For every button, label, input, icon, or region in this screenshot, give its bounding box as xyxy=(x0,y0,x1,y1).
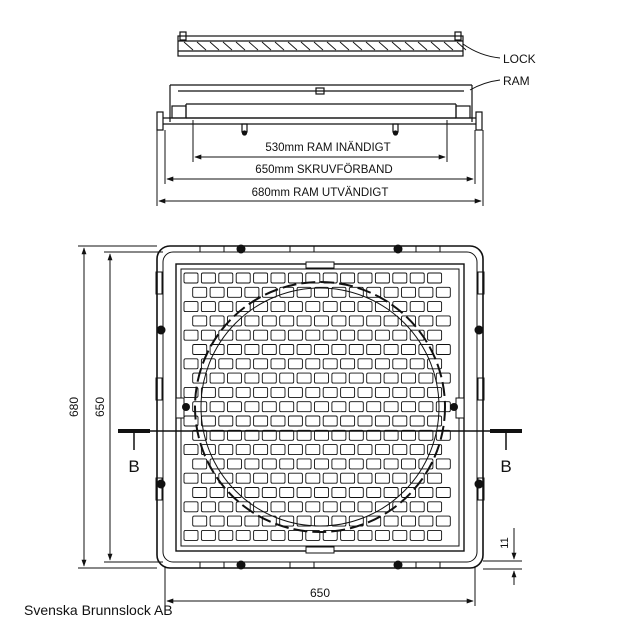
left-dimension-lines xyxy=(78,245,163,569)
company-name: Svenska Brunnslock AB xyxy=(24,602,173,618)
top-dimension-lines xyxy=(156,120,484,206)
section-label-right: B xyxy=(500,457,511,476)
plan-view xyxy=(155,245,485,569)
lid-side-view xyxy=(177,31,467,57)
edge-dimension-label: 11 xyxy=(499,537,511,548)
height-bolt-label: 650 xyxy=(93,397,107,417)
bolt-holes xyxy=(156,244,484,570)
frame-side-view xyxy=(156,84,483,136)
bolt-dimension-label: 650mm SKRUVFÖRBAND xyxy=(255,164,392,176)
callout-leaders xyxy=(462,43,501,91)
ram-label: RAM xyxy=(503,74,530,88)
outer-dimension-label: 680mm RAM UTVÄNDIGT xyxy=(252,187,389,199)
edge-dimension-lines xyxy=(483,528,522,585)
width-bottom-label: 650 xyxy=(310,586,330,600)
section-line xyxy=(118,429,522,450)
inner-dimension-label: 530mm RAM INÄNDIGT xyxy=(265,142,390,154)
height-outer-label: 680 xyxy=(67,397,81,417)
bottom-dimension-lines xyxy=(164,566,476,606)
lock-label: LOCK xyxy=(503,52,536,66)
section-label-left: B xyxy=(128,457,139,476)
